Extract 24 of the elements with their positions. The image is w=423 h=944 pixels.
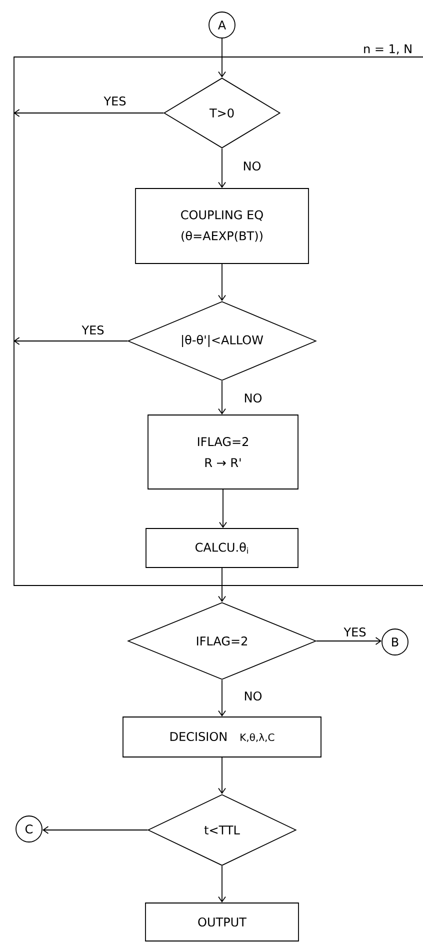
arrow	[218, 380, 226, 415]
arrow	[316, 637, 382, 645]
edge-label: YES	[342, 626, 368, 638]
edge-label: YES	[102, 95, 128, 107]
process-box: DECISION K,θ,λ,C	[122, 716, 322, 758]
arrow	[14, 109, 164, 117]
process-box: CALCU.θ$_{i}$	[146, 528, 298, 568]
edge-label: NO	[242, 392, 264, 404]
arrow	[218, 757, 226, 794]
edge-label: NO	[242, 690, 264, 702]
arrow	[218, 148, 226, 188]
arrow	[218, 38, 226, 78]
process-box: IFLAG=2 R → R'	[148, 414, 298, 490]
edge-label: YES	[80, 324, 106, 336]
process-box: COUPLING EQ (θ=AEXP(BT))	[135, 188, 309, 264]
arrow	[14, 337, 128, 345]
edge-label: NO	[242, 160, 262, 172]
arrow	[218, 568, 226, 602]
process-box: OUTPUT	[145, 902, 299, 942]
arrow	[218, 264, 226, 302]
arrow	[218, 866, 226, 903]
arrow	[219, 489, 227, 528]
arrow	[218, 680, 226, 717]
arrow	[42, 826, 148, 834]
